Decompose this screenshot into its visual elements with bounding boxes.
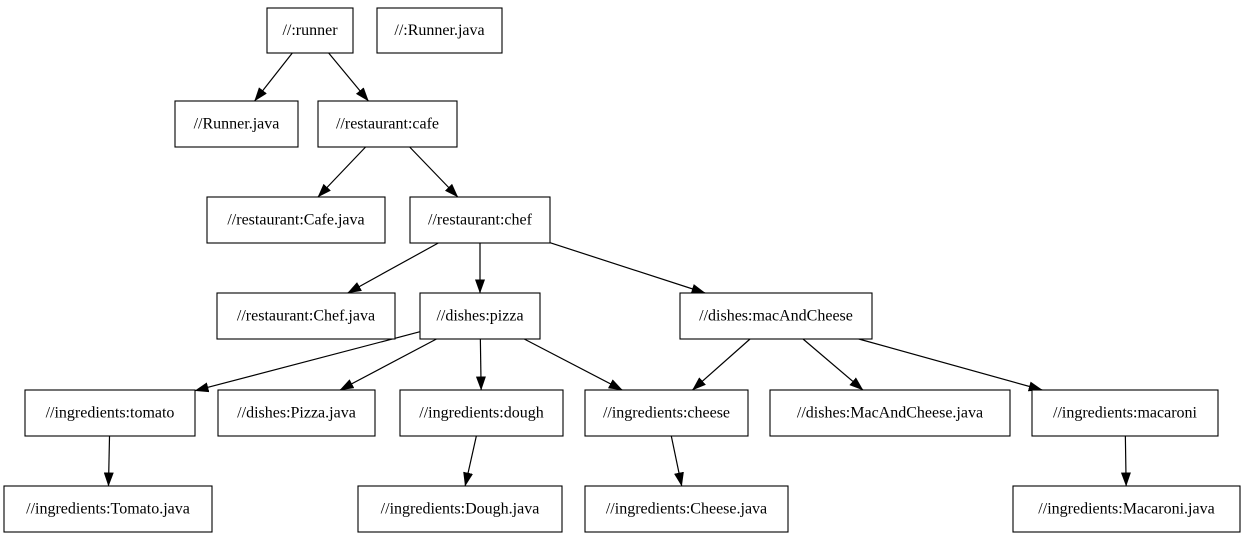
node-box — [174, 100, 299, 148]
node-macaroni_java: //ingredients:Macaroni.java — [1012, 485, 1241, 533]
node-box — [3, 485, 213, 533]
node-label: //ingredients:tomato — [46, 405, 175, 422]
edges-layer — [103, 52, 1131, 487]
node-box — [24, 389, 196, 437]
node-box — [266, 7, 354, 54]
node-label: //ingredients:cheese — [603, 405, 730, 422]
node-box — [769, 389, 1011, 437]
node-label: //ingredients:Cheese.java — [606, 501, 767, 518]
edge-mac_and_cheese-to-mac_java — [802, 338, 864, 391]
edge-chef-to-chef_java — [347, 242, 439, 294]
node-label: //ingredients:Dough.java — [381, 501, 540, 518]
edge-cheese-to-cheese_java — [670, 435, 684, 487]
node-cheese_java: //ingredients:Cheese.java — [584, 485, 789, 533]
node-box — [357, 485, 563, 533]
node-label: //ingredients:Tomato.java — [26, 501, 190, 518]
node-label: //dishes:pizza — [436, 308, 523, 325]
node-box — [584, 485, 789, 533]
node-label: //ingredients:macaroni — [1053, 405, 1198, 422]
edge-runner-to-runner_java — [254, 52, 293, 102]
edge-dough-to-dough_java — [463, 435, 477, 487]
edge-pizza-to-pizza_java — [339, 338, 437, 391]
edge-pizza-to-tomato — [194, 331, 421, 393]
edge-pizza-to-cheese — [523, 338, 623, 391]
node-runner: //:runner — [266, 7, 354, 54]
node-label: //dishes:macAndCheese — [699, 308, 853, 325]
node-label: //restaurant:Cafe.java — [227, 212, 364, 229]
node-runner_java: //Runner.java — [174, 100, 299, 148]
edge-mac_and_cheese-to-macaroni — [858, 338, 1043, 392]
edge-macaroni-to-macaroni_java — [1120, 435, 1131, 487]
node-label: //restaurant:cafe — [336, 116, 439, 133]
node-label: //ingredients:Macaroni.java — [1038, 501, 1214, 518]
node-box — [217, 389, 376, 437]
node-label: //restaurant:Chef.java — [237, 308, 375, 325]
edge-mac_and_cheese-to-cheese — [692, 338, 751, 391]
edge-runner-to-cafe — [328, 52, 369, 102]
node-box — [1031, 389, 1219, 437]
edge-cafe-to-cafe_java — [317, 146, 367, 198]
edge-chef-to-mac_and_cheese — [549, 242, 706, 294]
node-label: //dishes:Pizza.java — [237, 405, 356, 422]
node-box — [409, 196, 551, 244]
edge-pizza-to-dough — [475, 338, 486, 391]
node-mac_and_cheese: //dishes:macAndCheese — [679, 292, 873, 340]
node-dough_java: //ingredients:Dough.java — [357, 485, 563, 533]
node-label: //ingredients:dough — [419, 405, 543, 422]
node-chef_java: //restaurant:Chef.java — [216, 292, 396, 340]
node-box — [317, 100, 458, 148]
node-macaroni: //ingredients:macaroni — [1031, 389, 1219, 437]
node-box — [216, 292, 396, 340]
node-box — [419, 292, 541, 340]
nodes-layer: //:runner //:Runner.java //Runner.java //re… — [3, 7, 1241, 533]
node-label: //restaurant:chef — [428, 212, 533, 229]
node-box — [679, 292, 873, 340]
node-chef: //restaurant:chef — [409, 196, 551, 244]
node-label: //:runner — [282, 22, 338, 39]
node-label: //:Runner.java — [394, 22, 484, 39]
node-tomato: //ingredients:tomato — [24, 389, 196, 437]
node-tomato_java: //ingredients:Tomato.java — [3, 485, 213, 533]
node-dough: //ingredients:dough — [399, 389, 564, 437]
node-cafe: //restaurant:cafe — [317, 100, 458, 148]
node-box — [1012, 485, 1241, 533]
node-pizza: //dishes:pizza — [419, 292, 541, 340]
node-box — [584, 389, 749, 437]
node-mac_java: //dishes:MacAndCheese.java — [769, 389, 1011, 437]
node-label: //Runner.java — [194, 116, 280, 133]
node-pizza_java: //dishes:Pizza.java — [217, 389, 376, 437]
edge-cafe-to-chef — [409, 146, 459, 198]
node-label: //dishes:MacAndCheese.java — [797, 405, 983, 422]
node-cafe_java: //restaurant:Cafe.java — [206, 196, 386, 244]
node-runner_java_top: //:Runner.java — [376, 7, 503, 54]
edge-tomato-to-tomato_java — [103, 435, 114, 487]
node-box — [206, 196, 386, 244]
node-box — [376, 7, 503, 54]
node-box — [399, 389, 564, 437]
node-cheese: //ingredients:cheese — [584, 389, 749, 437]
